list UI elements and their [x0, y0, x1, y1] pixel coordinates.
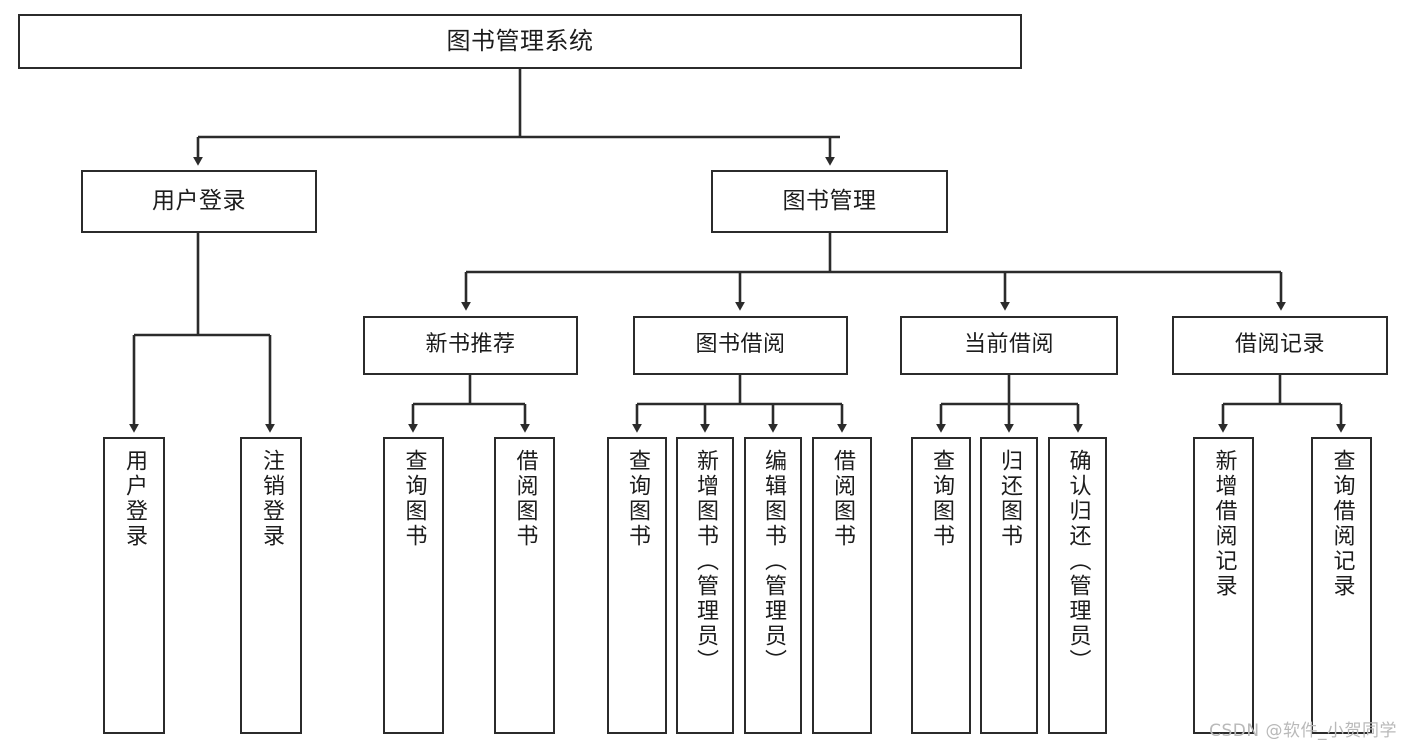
node-leaf-query-book-1-label: 查询图书 [401, 449, 427, 549]
node-leaf-borrow-book-1[interactable]: 借阅图书 [494, 437, 555, 734]
node-new-book-recommend-label: 新书推荐 [425, 332, 516, 358]
node-leaf-query-book-2-label: 查询图书 [625, 449, 650, 549]
node-leaf-query-book-1[interactable]: 查询图书 [383, 437, 444, 734]
node-leaf-confirm-return[interactable]: 确认归还（管理员） [1048, 437, 1107, 734]
node-borrow-record[interactable]: 借阅记录 [1172, 316, 1388, 375]
node-book-borrow[interactable]: 图书借阅 [633, 316, 848, 375]
node-borrow-record-label: 借阅记录 [1234, 332, 1325, 358]
node-leaf-query-record[interactable]: 查询借阅记录 [1311, 437, 1372, 734]
node-leaf-query-book-3-label: 查询图书 [929, 449, 954, 549]
node-leaf-logout-login-label: 注销登录 [259, 449, 284, 549]
node-leaf-add-record[interactable]: 新增借阅记录 [1193, 437, 1254, 734]
node-leaf-borrow-book-1-label: 借阅图书 [512, 449, 538, 549]
node-current-borrow-label: 当前借阅 [963, 332, 1054, 358]
node-leaf-confirm-return-label: 确认归还（管理员） [1065, 449, 1091, 674]
node-leaf-query-book-3[interactable]: 查询图书 [911, 437, 971, 734]
node-leaf-user-login-label: 用户登录 [122, 449, 147, 549]
node-leaf-borrow-book-2-label: 借阅图书 [830, 449, 855, 549]
node-book-manage-label: 图书管理 [782, 187, 877, 214]
node-current-borrow[interactable]: 当前借阅 [900, 316, 1118, 375]
node-leaf-edit-book[interactable]: 编辑图书（管理员） [744, 437, 802, 734]
node-leaf-add-book[interactable]: 新增图书（管理员） [676, 437, 734, 734]
node-leaf-query-record-label: 查询借阅记录 [1329, 449, 1355, 599]
node-leaf-query-book-2[interactable]: 查询图书 [607, 437, 667, 734]
node-leaf-add-record-label: 新增借阅记录 [1211, 449, 1237, 599]
csdn-watermark: CSDN @软件_小贺同学 [1209, 721, 1397, 741]
node-root[interactable]: 图书管理系统 [18, 14, 1022, 69]
node-leaf-user-login[interactable]: 用户登录 [103, 437, 165, 734]
node-user-login[interactable]: 用户登录 [81, 170, 317, 233]
node-leaf-edit-book-label: 编辑图书（管理员） [761, 449, 786, 674]
node-book-borrow-label: 图书借阅 [695, 332, 786, 358]
node-new-book-recommend[interactable]: 新书推荐 [363, 316, 578, 375]
node-leaf-return-book-label: 归还图书 [997, 449, 1022, 549]
node-leaf-logout-login[interactable]: 注销登录 [240, 437, 302, 734]
node-user-login-label: 用户登录 [152, 187, 246, 214]
node-book-manage[interactable]: 图书管理 [711, 170, 948, 233]
node-leaf-add-book-label: 新增图书（管理员） [693, 449, 718, 674]
node-leaf-return-book[interactable]: 归还图书 [980, 437, 1038, 734]
node-leaf-borrow-book-2[interactable]: 借阅图书 [812, 437, 872, 734]
node-root-label: 图书管理系统 [446, 27, 594, 56]
